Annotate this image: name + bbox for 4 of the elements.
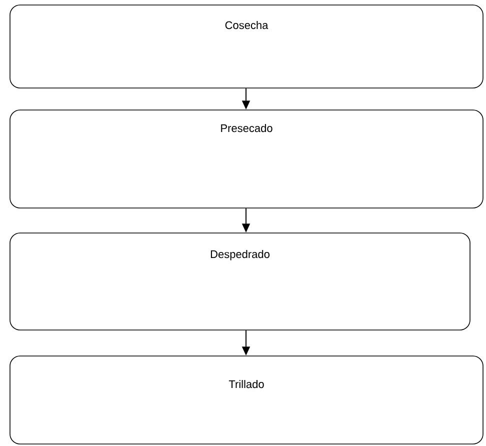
- process-box: Cosecha: [10, 4, 484, 88]
- process-box: Despedrado: [10, 232, 470, 330]
- process-box: Trillado: [10, 356, 484, 444]
- process-box: Presecado: [10, 110, 484, 208]
